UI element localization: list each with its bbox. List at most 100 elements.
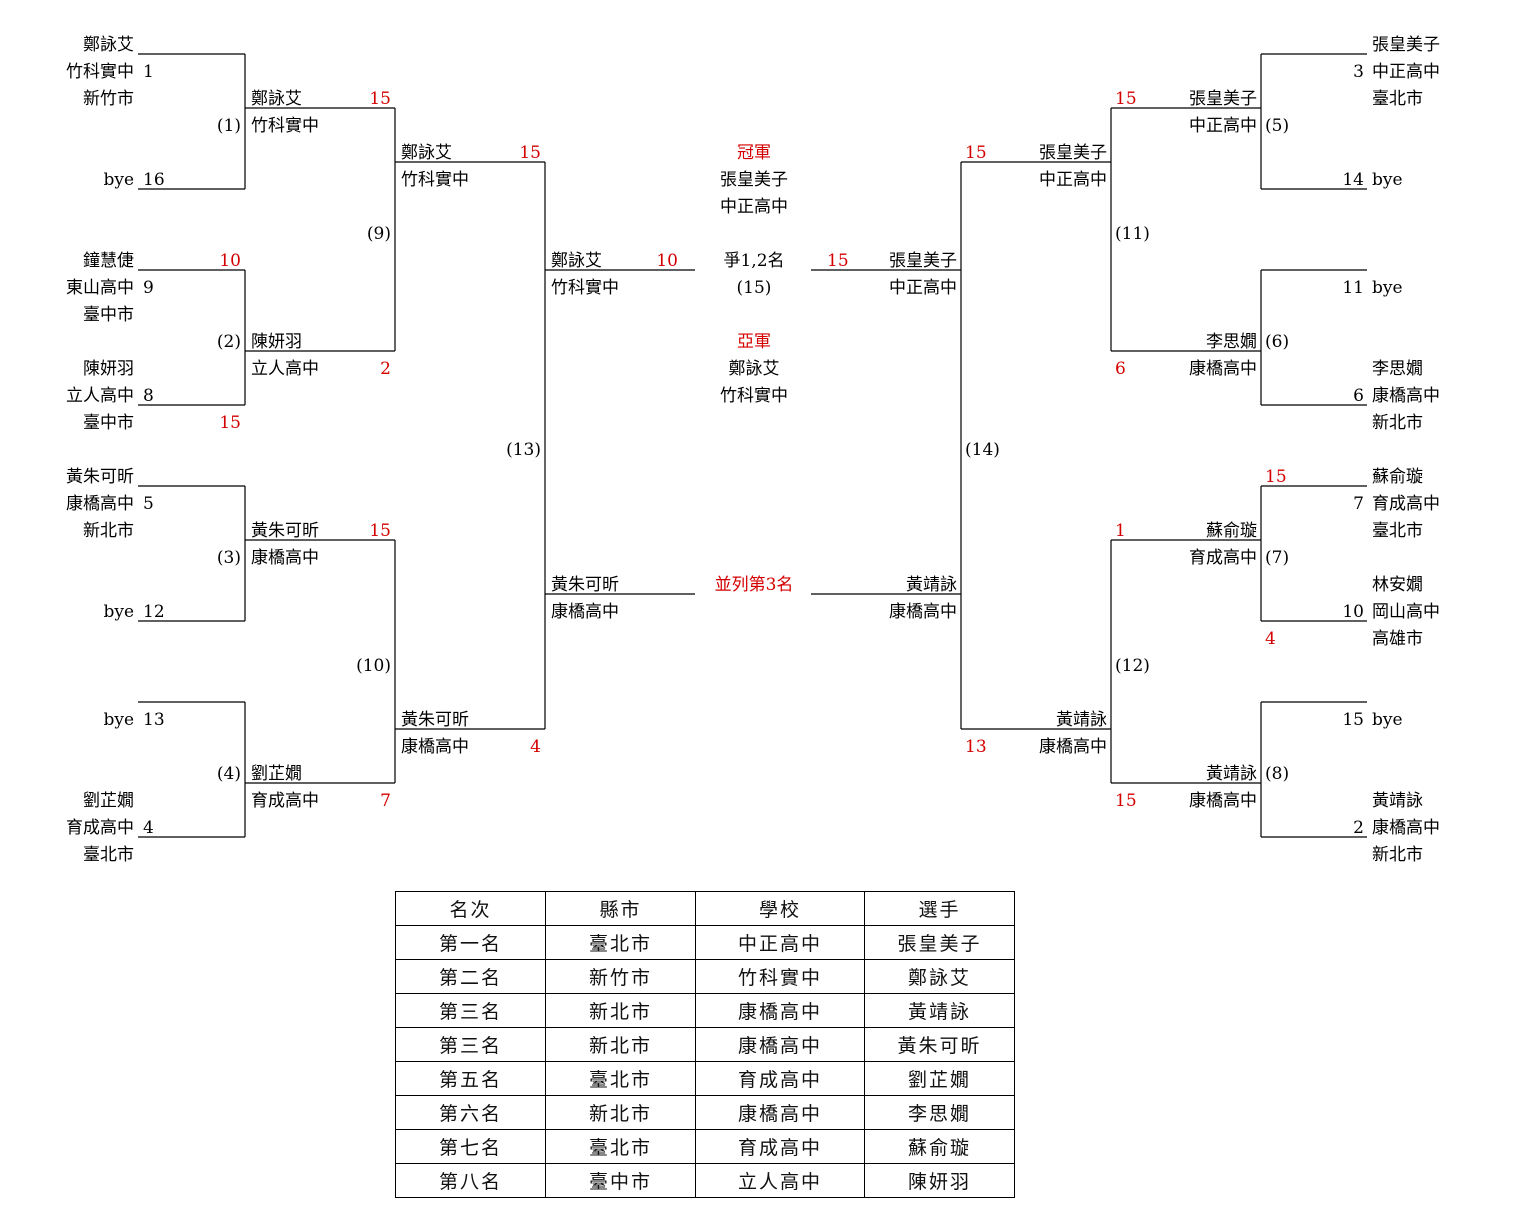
school-cell: 康橋高中 <box>695 993 865 1028</box>
seed-number: 7 <box>1353 494 1364 514</box>
player-school: 東山高中 <box>66 278 134 298</box>
player-city: 臺北市 <box>1372 521 1423 541</box>
player-city: 新北市 <box>1372 845 1423 865</box>
results-header-row: 名次 縣市 學校 選手 <box>395 891 1015 926</box>
player-cell: 黃靖詠 <box>864 993 1015 1028</box>
player-name: 黃靖詠 <box>1206 764 1257 784</box>
table-row: 第七名 臺北市 育成高中 蘇俞璇 <box>395 1129 1015 1164</box>
player-school: 康橋高中 <box>551 602 619 622</box>
match-number: (3) <box>217 548 241 568</box>
match-number: (8) <box>1265 764 1289 784</box>
table-row: 第一名 臺北市 中正高中 張皇美子 <box>395 925 1015 960</box>
player-cell: 李思嫺 <box>864 1095 1015 1130</box>
city-cell: 新北市 <box>545 1027 696 1062</box>
match-score: 15 <box>369 521 391 541</box>
player-name: 蘇俞璇 <box>1206 521 1257 541</box>
player-school: 竹科實中 <box>551 278 619 298</box>
player-name: 陳妍羽 <box>83 359 134 379</box>
match-score: 15 <box>519 143 541 163</box>
results-table: 名次 縣市 學校 選手 第一名 臺北市 中正高中 張皇美子 第二名 新竹市 竹科… <box>395 891 1015 1198</box>
school-cell: 竹科實中 <box>695 959 865 994</box>
match-score: 2 <box>380 359 391 379</box>
player-name: 張皇美子 <box>889 251 957 271</box>
seed-number: 6 <box>1353 386 1364 406</box>
player-school: 康橋高中 <box>889 602 957 622</box>
school-cell: 中正高中 <box>695 925 865 960</box>
player-name: 黃靖詠 <box>1372 791 1423 811</box>
header-school: 學校 <box>695 891 865 926</box>
rank-cell: 第一名 <box>395 925 546 960</box>
player-name: 黃朱可昕 <box>551 575 619 595</box>
player-school: 康橋高中 <box>1189 791 1257 811</box>
city-cell: 新竹市 <box>545 959 696 994</box>
school-cell: 康橋高中 <box>695 1027 865 1062</box>
player-name: 鄭詠艾 <box>251 89 302 109</box>
header-city: 縣市 <box>545 891 696 926</box>
player-name: 李思嫺 <box>1372 359 1423 379</box>
left-later-rounds: 鄭詠艾 15 竹科實中 陳妍羽 立人高中 2 黃朱可昕 15 康橋高中 劉芷嫺 … <box>251 89 678 811</box>
city-cell: 臺北市 <box>545 1061 696 1096</box>
school-cell: 育成高中 <box>695 1061 865 1096</box>
player-school: 竹科實中 <box>251 116 319 136</box>
match-number: (7) <box>1265 548 1289 568</box>
match-numbers: (1) (2) (3) (4) (9) (10) (13) (5) (6) (7… <box>217 116 1289 784</box>
match-score: 15 <box>1115 89 1137 109</box>
header-player: 選手 <box>864 891 1015 926</box>
player-school: 康橋高中 <box>1189 359 1257 379</box>
player-school: 育成高中 <box>1189 548 1257 568</box>
table-row: 第六名 新北市 康橋高中 李思嫺 <box>395 1095 1015 1130</box>
match-number: (11) <box>1115 224 1150 244</box>
match-number: (2) <box>217 332 241 352</box>
player-school: 育成高中 <box>1372 494 1440 514</box>
left-seeds: 鄭詠艾 竹科實中 1 新竹市 bye 16 鐘慧倢 10 東山高中 9 臺中市 … <box>66 35 241 865</box>
player-name: 林安嫺 <box>1372 575 1423 595</box>
seed-number: 2 <box>1353 818 1364 838</box>
player-school: 康橋高中 <box>1372 386 1440 406</box>
player-city: 新北市 <box>83 521 134 541</box>
player-school: 康橋高中 <box>401 737 469 757</box>
match-score: 15 <box>1115 791 1137 811</box>
header-rank: 名次 <box>395 891 546 926</box>
rank-cell: 第三名 <box>395 993 546 1028</box>
match-number: (4) <box>217 764 241 784</box>
bye-label: bye <box>103 170 134 190</box>
match-score: 4 <box>530 737 541 757</box>
match-number: (13) <box>506 440 541 460</box>
rank-cell: 第六名 <box>395 1095 546 1130</box>
table-row: 第八名 臺中市 立人高中 陳妍羽 <box>395 1163 1015 1198</box>
player-name: 陳妍羽 <box>251 332 302 352</box>
player-school: 竹科實中 <box>66 62 134 82</box>
seed-number: 4 <box>143 818 154 838</box>
player-school: 中正高中 <box>1039 170 1107 190</box>
seed-number: 15 <box>1342 710 1364 730</box>
player-school: 竹科實中 <box>401 170 469 190</box>
seed-number: 12 <box>143 602 165 622</box>
seed-number: 10 <box>1342 602 1364 622</box>
left-bracket-lines <box>138 53 695 838</box>
player-school: 康橋高中 <box>1039 737 1107 757</box>
match-number: (1) <box>217 116 241 136</box>
player-school: 育成高中 <box>251 791 319 811</box>
match-number: (10) <box>356 656 391 676</box>
city-cell: 新北市 <box>545 1095 696 1130</box>
player-city: 高雄市 <box>1372 629 1423 649</box>
player-name: 李思嫺 <box>1206 332 1257 352</box>
match-score: 15 <box>219 413 241 433</box>
player-name: 張皇美子 <box>1039 143 1107 163</box>
bye-label: bye <box>1372 278 1403 298</box>
runner-up-label: 亞軍 <box>737 332 771 352</box>
player-name: 劉芷嫺 <box>251 764 302 784</box>
match-number: (9) <box>367 224 391 244</box>
player-school: 康橋高中 <box>251 548 319 568</box>
player-city: 臺北市 <box>1372 89 1423 109</box>
table-row: 第三名 新北市 康橋高中 黃靖詠 <box>395 993 1015 1028</box>
runner-up-school: 竹科實中 <box>720 386 788 406</box>
match-score: 10 <box>656 251 678 271</box>
player-name: 黃朱可昕 <box>401 710 469 730</box>
champion-name: 張皇美子 <box>720 170 788 190</box>
player-name: 劉芷嫺 <box>83 791 134 811</box>
seed-number: 1 <box>143 62 154 82</box>
final-center: 冠軍 張皇美子 中正高中 爭1,2名 (15) 亞軍 鄭詠艾 竹科實中 並列第3… <box>715 143 794 595</box>
school-cell: 立人高中 <box>695 1163 865 1198</box>
match-number: (5) <box>1265 116 1289 136</box>
